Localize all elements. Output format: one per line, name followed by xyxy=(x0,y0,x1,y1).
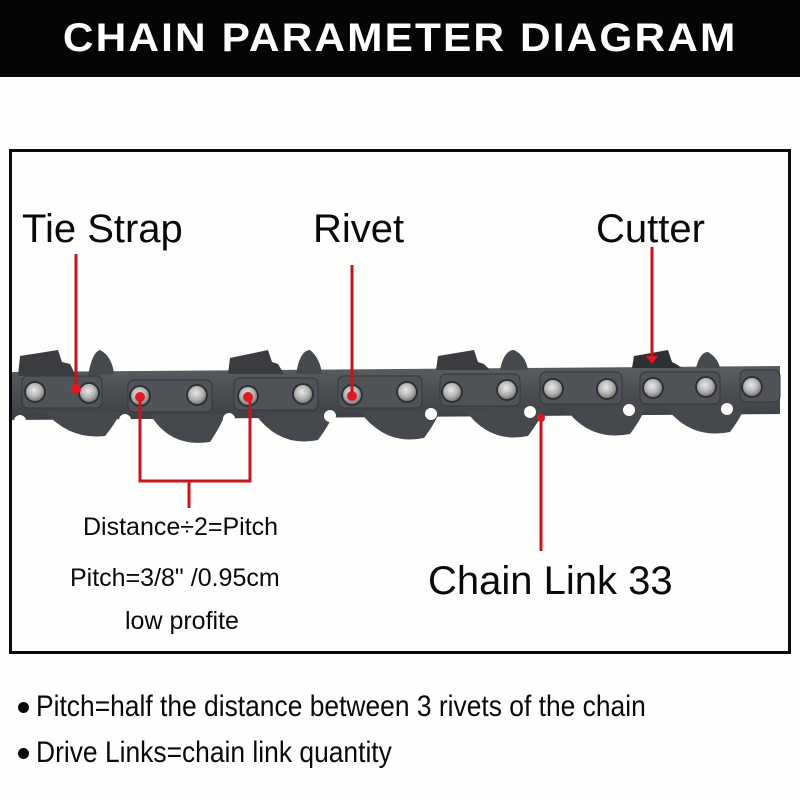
saw-chain xyxy=(12,350,781,443)
diagram-frame xyxy=(9,149,791,654)
profile-label: low profite xyxy=(125,607,239,635)
title-banner: CHAIN PARAMETER DIAGRAM xyxy=(0,0,800,77)
note-text: Pitch=half the distance between 3 rivets… xyxy=(36,690,646,723)
bullet-icon xyxy=(18,701,29,713)
cutter-label: Cutter xyxy=(596,207,705,251)
note-text: Drive Links=chain link quantity xyxy=(36,736,392,769)
cutters xyxy=(18,350,720,376)
callout-dots xyxy=(71,356,658,422)
note-item: Pitch=half the distance between 3 rivets… xyxy=(14,684,794,730)
tie-strap-label: Tie Strap xyxy=(22,207,183,251)
drive-link-teeth xyxy=(45,404,746,443)
notes-list: Pitch=half the distance between 3 rivets… xyxy=(14,684,794,776)
rivet-label: Rivet xyxy=(313,207,405,251)
page-title: CHAIN PARAMETER DIAGRAM xyxy=(62,16,738,60)
pitch-value-label: Pitch=3/8" /0.95cm xyxy=(70,564,280,592)
note-item: Drive Links=chain link quantity xyxy=(14,730,794,776)
callout-lines xyxy=(74,247,654,551)
chain-link-label: Chain Link 33 xyxy=(428,559,673,603)
drive-link-holes xyxy=(14,403,733,427)
pitch-formula-label: Distance÷2=Pitch xyxy=(83,513,279,541)
bullet-icon xyxy=(18,747,29,759)
pitch-bracket xyxy=(138,397,252,483)
